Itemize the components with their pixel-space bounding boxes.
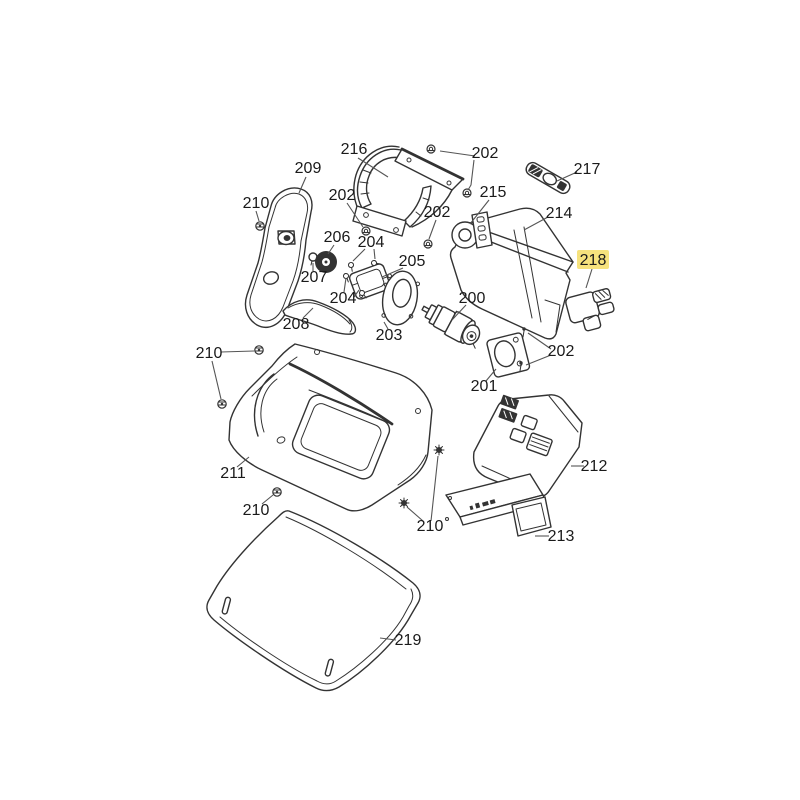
- label-219: 219: [395, 632, 422, 649]
- label-209: 209: [295, 160, 322, 177]
- label-207: 207: [301, 269, 328, 286]
- label-217: 217: [574, 161, 601, 178]
- part-218-drawing: [565, 288, 615, 332]
- label-210-bottomleft: 210: [243, 502, 270, 519]
- label-201: 201: [471, 378, 498, 395]
- label-212: 212: [581, 458, 608, 475]
- label-202-top: 202: [472, 145, 499, 162]
- label-202-gasket: 202: [548, 343, 575, 360]
- part-200-drawing: [421, 304, 481, 349]
- part-216-drawing: [352, 145, 465, 237]
- part-217-drawing: [525, 161, 571, 195]
- part-212-drawing: [472, 394, 583, 498]
- label-204-upper: 204: [358, 234, 385, 251]
- label-210-upper: 210: [243, 195, 270, 212]
- label-215: 215: [480, 184, 507, 201]
- label-206: 206: [324, 229, 351, 246]
- label-213: 213: [548, 528, 575, 545]
- label-210-bottomright: 210: [417, 518, 444, 535]
- part-211-drawing: [228, 343, 433, 512]
- part-213-drawing: [445, 473, 552, 537]
- label-218-highlighted: 218: [580, 252, 607, 269]
- label-214: 214: [546, 205, 573, 222]
- label-200: 200: [459, 290, 486, 307]
- label-202-mid: 202: [424, 204, 451, 221]
- label-211: 211: [220, 465, 246, 482]
- part-209-drawing: [244, 187, 313, 328]
- part-207-drawing: [308, 252, 318, 266]
- leader-lines: [211, 150, 593, 641]
- label-210-midleft: 210: [196, 345, 223, 362]
- callout-labels: 216 202 217 209 210 202 215 214 202 206 …: [196, 141, 609, 649]
- part-214-drawing: [449, 207, 574, 340]
- part-203-drawing: [381, 270, 421, 326]
- label-216: 216: [341, 141, 368, 158]
- label-202-left: 202: [329, 187, 356, 204]
- part-215-drawing: [451, 221, 479, 249]
- part-219-drawing: [206, 510, 421, 692]
- part-206-drawing: [315, 251, 337, 273]
- part-201-drawing: [486, 326, 531, 378]
- highlight-218-box: [577, 250, 609, 269]
- label-204-lower: 204: [330, 290, 357, 307]
- part-208-drawing: [282, 299, 357, 335]
- label-205: 205: [399, 253, 426, 270]
- label-208: 208: [283, 316, 310, 333]
- label-203: 203: [376, 327, 403, 344]
